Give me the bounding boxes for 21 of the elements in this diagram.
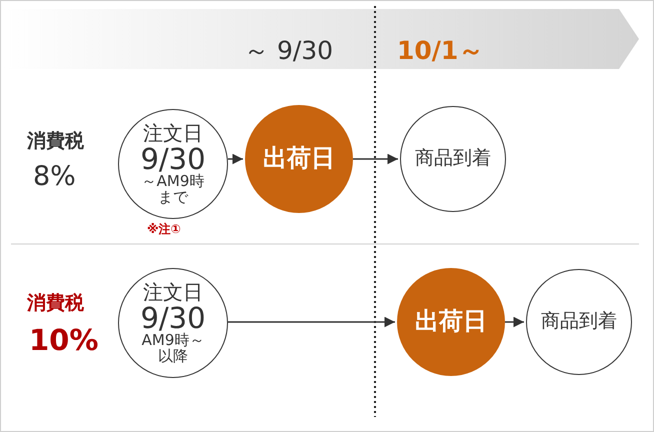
circle-title: 出荷日 (415, 309, 487, 335)
period-label: ～ 9/30 (244, 35, 334, 67)
footnote-mark: ※注① (147, 221, 181, 238)
date-text: 9/30 (140, 144, 206, 174)
arrow (228, 154, 243, 164)
date-text: 9/30 (140, 302, 206, 333)
arrow (353, 154, 398, 164)
period-label: 10/1～ (397, 35, 484, 67)
circle-title: 出荷日 (263, 146, 335, 172)
circle-title: 注文日 (143, 122, 203, 144)
circle-title: 商品到着 (541, 312, 617, 332)
time-note: AM9時～以降 (140, 332, 206, 364)
tax-label: 消費税 (27, 291, 84, 316)
circle-title: 注文日 (143, 282, 203, 303)
arrow (228, 316, 395, 328)
tax-rate: 8% (33, 161, 76, 192)
arrow (505, 316, 524, 328)
circle-title: 商品到着 (415, 149, 491, 169)
tax-rate: 10% (29, 323, 98, 357)
tax-label: 消費税 (27, 129, 84, 154)
time-note: ～AM9時まで (140, 174, 206, 206)
